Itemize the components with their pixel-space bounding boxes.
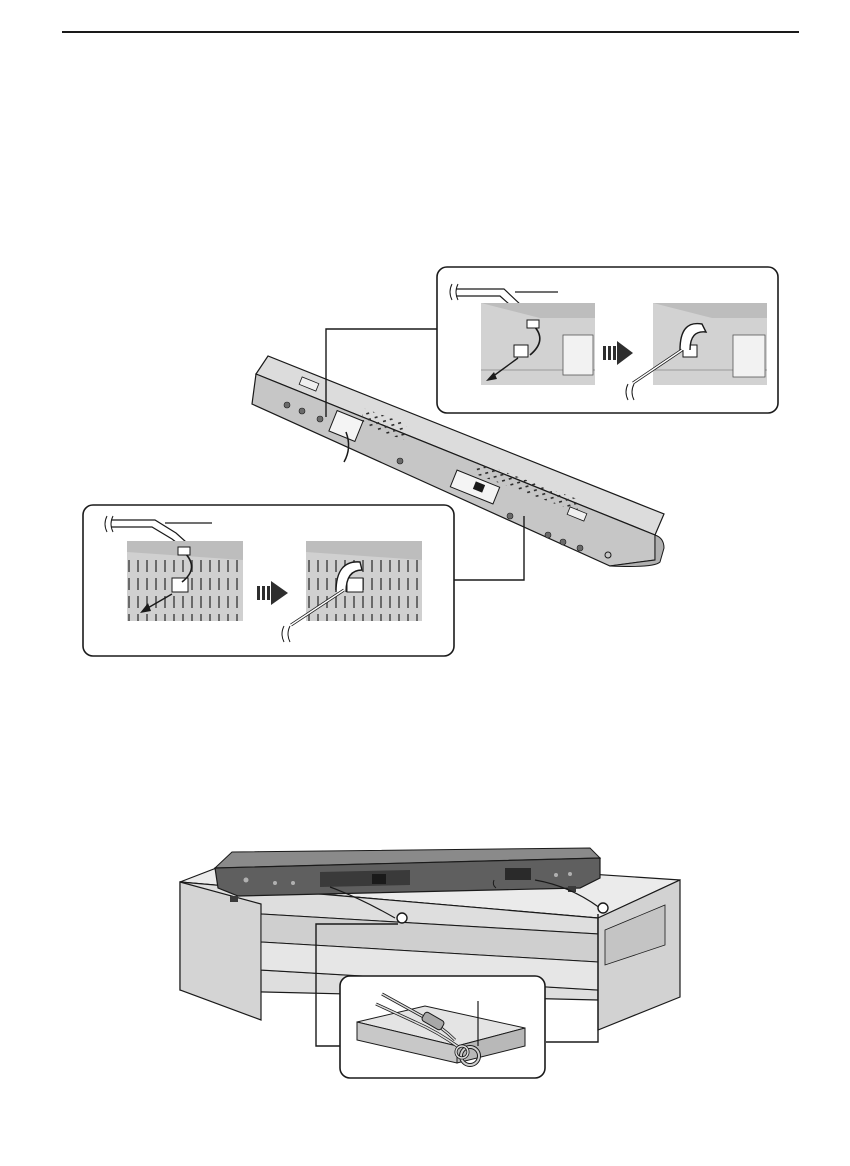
lower-cable-hook-detail	[83, 505, 454, 656]
fall-prevention-screw-eye-detail	[340, 976, 545, 1078]
upper-cable-hook-detail	[437, 267, 778, 413]
